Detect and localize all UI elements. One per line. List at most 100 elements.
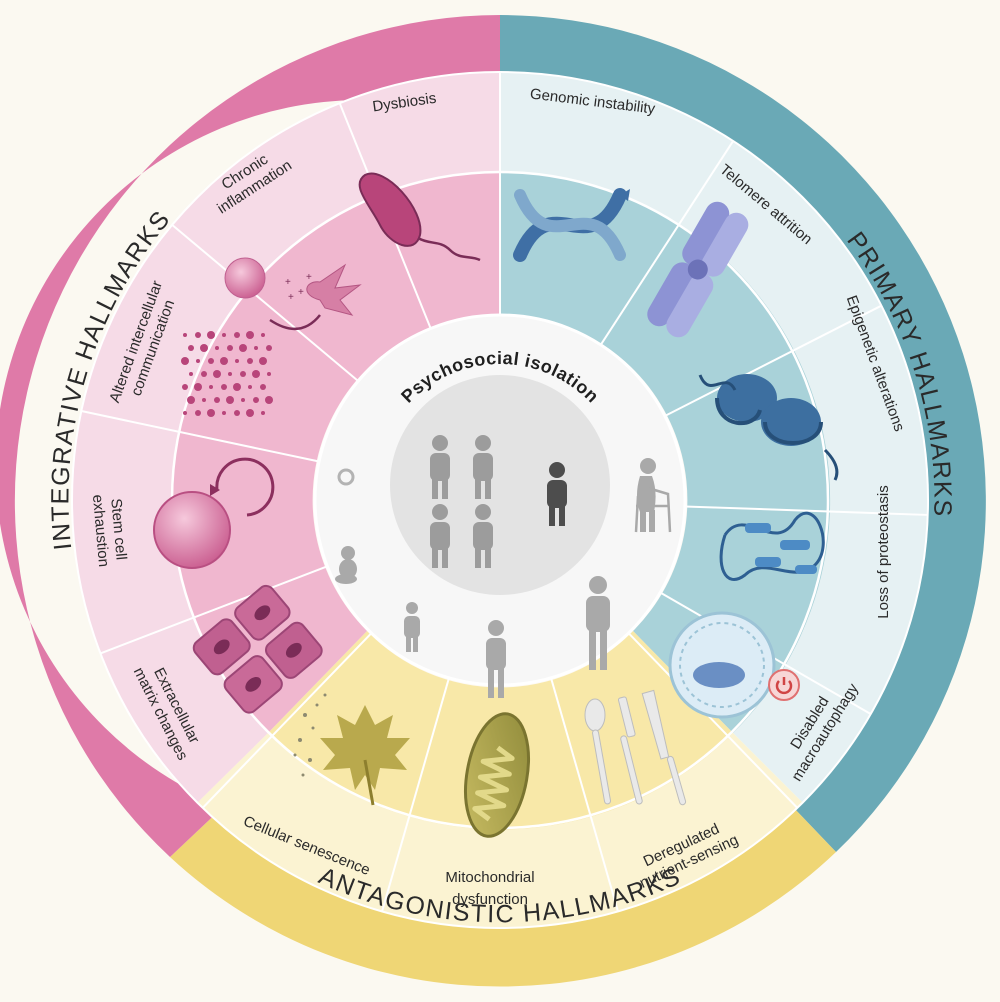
icon-band-primary (500, 171, 831, 734)
withered-leaf-icon (293, 693, 410, 806)
signal-dot (259, 357, 267, 365)
signal-dot (253, 397, 259, 403)
segment-divider (550, 677, 619, 912)
man-icon (586, 576, 610, 670)
outer-ring-antagonistic (170, 760, 836, 987)
signal-dot (194, 383, 202, 391)
isolation-circle (390, 375, 610, 595)
elderly-person-with-walker-icon (634, 458, 672, 533)
signal-dot (222, 411, 226, 415)
signal-dot (234, 410, 240, 416)
signal-dot (234, 332, 240, 338)
icon-band-integrative (170, 171, 500, 733)
person-icon (473, 435, 493, 499)
inflamed-cell-icon: ++++ (224, 257, 362, 330)
adult-icon (486, 620, 506, 698)
signal-dot (261, 333, 265, 337)
signal-dot (227, 345, 233, 351)
stem-cell-icon (153, 457, 275, 569)
signal-dot (252, 370, 260, 378)
segment-divider (684, 505, 928, 516)
protein-icon (719, 511, 825, 581)
bacterium-icon (358, 172, 481, 262)
signal-dot (228, 372, 232, 376)
mitochondrion-icon (464, 712, 530, 838)
nucleosome-icon (698, 374, 839, 481)
segment-divider (171, 224, 359, 382)
signal-dot (213, 370, 221, 378)
signal-dot (195, 332, 201, 338)
signal-dot (188, 345, 194, 351)
segment-divider (201, 632, 373, 809)
chromosome-icon (647, 201, 749, 338)
signal-dot (220, 357, 228, 365)
signal-dot (246, 409, 254, 417)
signal-dot (183, 333, 187, 337)
life-stages (335, 458, 672, 698)
person-icon (430, 504, 450, 568)
signal-dot (233, 383, 241, 391)
segment-divider (100, 565, 328, 655)
signaling-dots-icon (181, 331, 273, 417)
signal-dot (265, 396, 273, 404)
signal-dot (207, 331, 215, 339)
signal-dot (222, 333, 226, 337)
svg-text:+: + (288, 292, 294, 303)
signal-dot (207, 409, 215, 417)
signal-dot (221, 384, 227, 390)
label-stem-cell-exhaustion: Stem cellexhaustion (89, 492, 130, 567)
segment-divider (81, 410, 320, 463)
person-icon (430, 435, 450, 499)
segment-divider (664, 304, 882, 417)
child-icon (404, 602, 420, 652)
isolated-person-icon (547, 462, 567, 526)
signal-dot (187, 396, 195, 404)
label-band-primary (500, 71, 929, 804)
signal-dot (202, 398, 206, 402)
isolated-people-group (430, 435, 567, 568)
embryo-icon (337, 468, 355, 486)
signal-dot (260, 384, 266, 390)
signal-dot (240, 371, 246, 377)
signal-dot (209, 385, 213, 389)
baby-icon (335, 546, 357, 584)
autophagosome-icon (668, 611, 800, 719)
signal-dot (241, 398, 245, 402)
signal-dot (261, 411, 265, 415)
signal-dot (195, 410, 201, 416)
signal-dot (196, 359, 200, 363)
label-loss-of-proteostasis: Loss of proteostasis (875, 485, 892, 618)
signal-dot (267, 372, 271, 376)
extracellular-matrix-icon (192, 584, 323, 714)
signal-dot (239, 344, 247, 352)
signal-dot (266, 345, 272, 351)
signal-dot (208, 358, 214, 364)
signal-dot (235, 359, 239, 363)
svg-text:+: + (285, 277, 291, 288)
power-button-icon (768, 669, 800, 701)
segment-divider (381, 677, 450, 912)
signal-dot (182, 384, 188, 390)
signal-dot (181, 357, 189, 365)
signal-dot (247, 358, 253, 364)
label-band-integrative (71, 71, 500, 803)
segment-divider (599, 140, 734, 346)
signal-dot (214, 397, 220, 403)
svg-text:+: + (306, 272, 312, 283)
svg-text:+: + (298, 287, 304, 298)
signal-dot (254, 346, 258, 350)
signal-dot (201, 371, 207, 377)
signal-dot (189, 372, 193, 376)
cutlery-icon (584, 689, 687, 806)
signal-dot (183, 411, 187, 415)
signal-dot (248, 385, 252, 389)
person-icon (473, 504, 493, 568)
signal-dot (200, 344, 208, 352)
segment-divider (627, 632, 799, 809)
signal-dot (226, 396, 234, 404)
dna-icon (513, 188, 630, 262)
signal-dot (215, 346, 219, 350)
signal-dot (246, 331, 254, 339)
